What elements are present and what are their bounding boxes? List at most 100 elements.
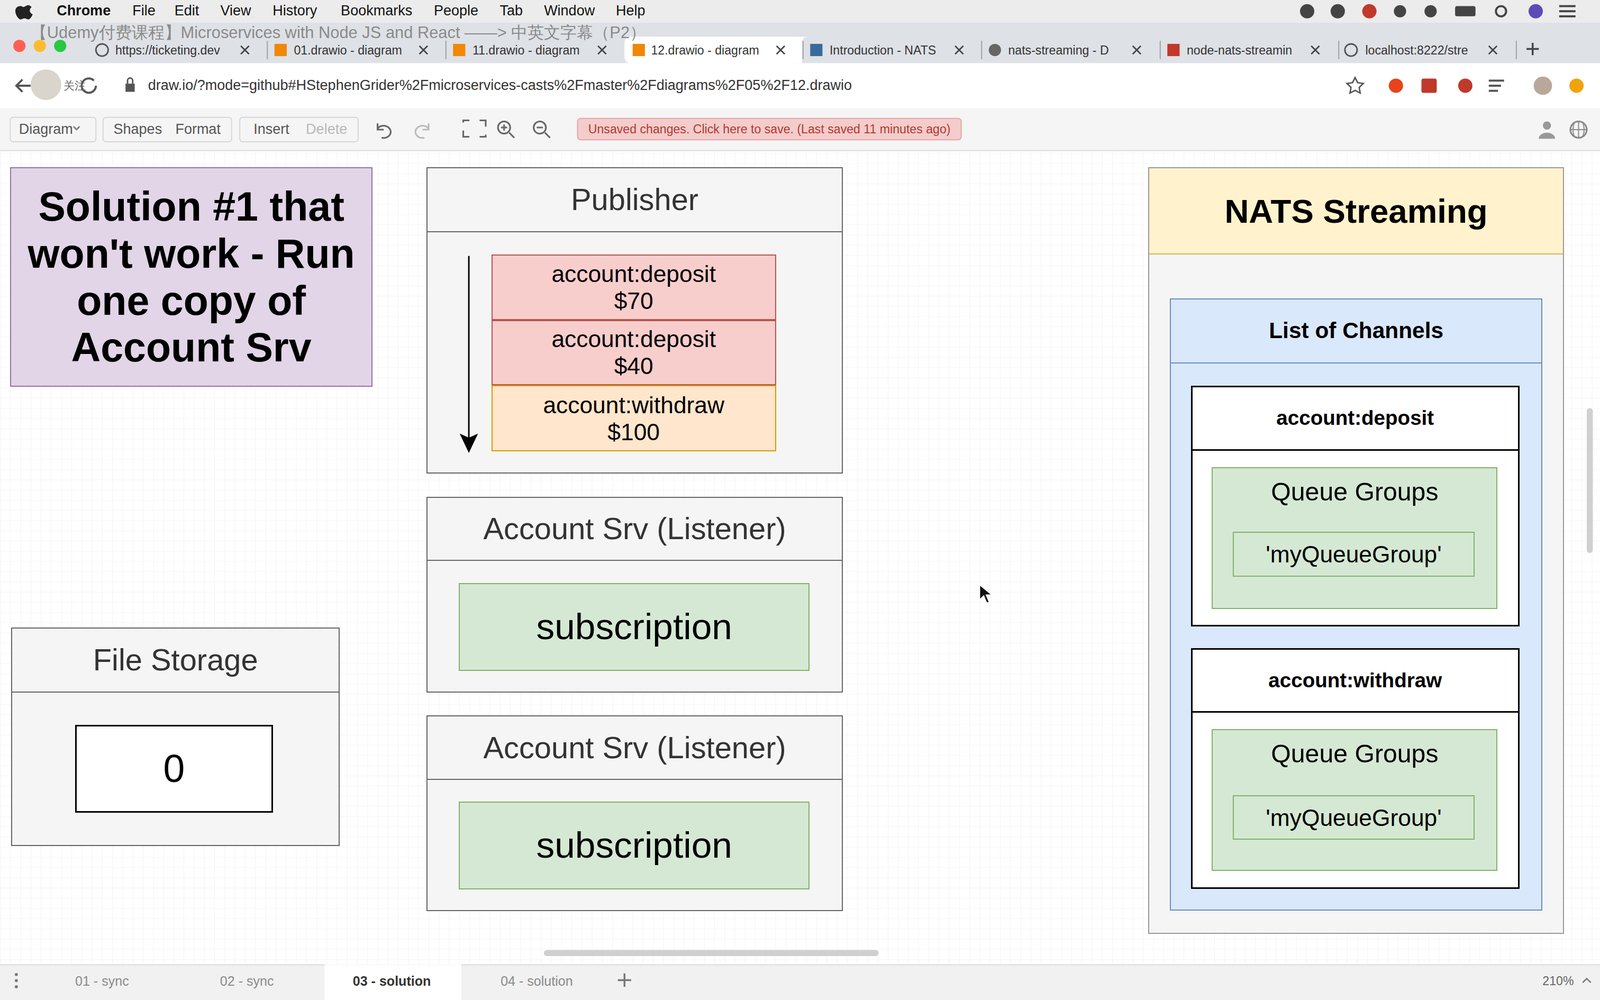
channel-list: List of Channels account:depositQueue Gro…: [1169, 298, 1543, 911]
active-page-tab: [324, 964, 461, 1000]
node-heading: account:withdraw: [1262, 668, 1449, 693]
node-heading: Queue Groups: [1265, 739, 1445, 769]
subscription-box: subscription: [458, 801, 810, 890]
browser-tab-title: localhost:8222/stre: [1365, 44, 1468, 58]
node-header: account:withdraw: [1192, 649, 1518, 714]
horizontal-scrollbar: [543, 950, 879, 957]
queue-groups-box: Queue Groups 'myQueueGroup': [1211, 729, 1498, 871]
browser-tab-title: nats-streaming - D: [1007, 44, 1109, 58]
browser-tab-title: node-nats-streamin: [1186, 44, 1293, 58]
value-box: 0: [75, 724, 274, 813]
channel-box: account:withdrawQueue Groups 'myQueueGrou…: [1191, 648, 1520, 889]
tab-separators: [267, 40, 1517, 60]
address-bar: [0, 63, 1600, 109]
menu-item: View: [220, 3, 251, 20]
node-header: List of Channels: [1170, 299, 1542, 364]
browser-tab-title: 01.drawio - diagram: [293, 44, 402, 58]
service-box: Account Srv (Listener) subscription: [426, 715, 843, 912]
tab-favicons: [95, 43, 1358, 57]
channel-box: account:depositQueue Groups'myQueueGroup…: [1191, 385, 1520, 627]
nav-icons: [16, 69, 1584, 100]
active-tab: [624, 36, 808, 63]
server-box: NATS StreamingList of Channels account:de…: [1148, 167, 1565, 934]
node-header: Queue Groups: [1212, 730, 1497, 778]
add-page-icon: [617, 973, 632, 987]
tab-close-icons: [240, 42, 1539, 56]
node-heading: NATS Streaming: [1218, 191, 1494, 231]
toolbar-button: Diagram: [19, 121, 74, 138]
zoom-caret: [1582, 978, 1591, 984]
order-arrow-shaft: [468, 256, 470, 438]
node-header: NATS Streaming: [1149, 168, 1564, 255]
unsaved-banner: [577, 118, 962, 141]
node-label: account:deposit $70: [523, 260, 744, 315]
mouse-cursor: [979, 584, 992, 604]
queue-group-item: 'myQueueGroup': [1232, 795, 1475, 841]
node-heading: File Storage: [86, 642, 265, 678]
node-heading: Account Srv (Listener): [477, 730, 793, 766]
vertical-scrollbar: [1586, 407, 1594, 553]
tab-strip: [0, 22, 1600, 63]
browser-tab-title: https://ticketing.dev: [115, 44, 221, 58]
url-text: draw.io/?mode=github#HStephenGrider%2Fmi…: [148, 77, 852, 94]
menu-item: File: [132, 3, 156, 20]
node-label: Solution #1 that won't work - Run one co…: [11, 183, 372, 371]
toolbar-button: Format: [175, 121, 221, 138]
menu-item: Help: [615, 3, 646, 20]
subscription-box: subscription: [458, 583, 810, 671]
node-header: Publisher: [427, 168, 842, 233]
node-header: account:deposit: [1192, 387, 1518, 451]
node-label: 0: [157, 746, 192, 792]
node-label: account:deposit $40: [523, 325, 744, 380]
drawio-toolbar: [0, 107, 1600, 151]
queue-group-item: 'myQueueGroup': [1232, 531, 1475, 577]
avatar-caption: 关注: [63, 79, 86, 92]
page-menu-dots: [14, 973, 18, 989]
node-label: subscription: [530, 605, 739, 649]
event-box: account:deposit $40: [491, 320, 777, 386]
page-tab: 03 - solution: [352, 974, 432, 989]
storage-box: File Storage 0: [11, 627, 340, 847]
zoom-level: 210%: [1542, 975, 1574, 989]
event-box: account:withdraw $100: [491, 385, 777, 452]
node-heading: List of Channels: [1262, 317, 1450, 344]
menu-item: Window: [543, 3, 595, 20]
node-header: Account Srv (Listener): [427, 497, 842, 561]
page-tab: 01 - sync: [75, 974, 130, 989]
video-title-overlay: 【Udemy付费课程】Microservices with Node JS an…: [30, 23, 647, 42]
menu-item: History: [272, 3, 317, 20]
browser-tab-title: Introduction - NATS: [829, 44, 936, 58]
menu-item: People: [433, 3, 479, 20]
apple-logo: [15, 5, 33, 20]
menu-item: Chrome: [56, 3, 111, 20]
toolbar-border: [0, 150, 1600, 152]
order-arrow-head: [459, 433, 479, 454]
service-box: Account Srv (Listener) subscription: [426, 496, 843, 693]
page-tab: 04 - solution: [500, 974, 574, 989]
node-header: Account Srv (Listener): [427, 716, 842, 781]
node-heading: account:deposit: [1270, 406, 1441, 430]
browser-tab-title: 12.drawio - diagram: [650, 44, 759, 58]
toolbar-button: Shapes: [113, 121, 163, 138]
menu-item: Edit: [174, 3, 200, 20]
node-label: 'myQueueGroup': [1259, 540, 1449, 568]
page-tab: 02 - sync: [220, 974, 275, 989]
toolbar-groups: [10, 117, 359, 142]
node-header: File Storage: [12, 628, 339, 693]
page-tab-bar: [0, 964, 1600, 1000]
toolbar-button: Delete: [305, 121, 348, 138]
node-heading: Publisher: [564, 182, 705, 218]
unsaved-notice: Unsaved changes. Click here to save. (La…: [588, 122, 951, 136]
window-buttons: [13, 39, 67, 52]
active-tab: [624, 36, 798, 63]
node-label: account:withdraw $100: [523, 391, 744, 446]
node-heading: Account Srv (Listener): [477, 511, 793, 547]
browser-tab-title: 11.drawio - diagram: [472, 44, 580, 58]
toolbar-button: Insert: [253, 121, 290, 138]
node-label: 'myQueueGroup': [1259, 804, 1449, 832]
event-box: account:deposit $70: [491, 254, 777, 320]
status-icons: [1300, 4, 1576, 19]
node-label: subscription: [530, 824, 739, 867]
queue-groups-box: Queue Groups'myQueueGroup': [1211, 467, 1498, 609]
